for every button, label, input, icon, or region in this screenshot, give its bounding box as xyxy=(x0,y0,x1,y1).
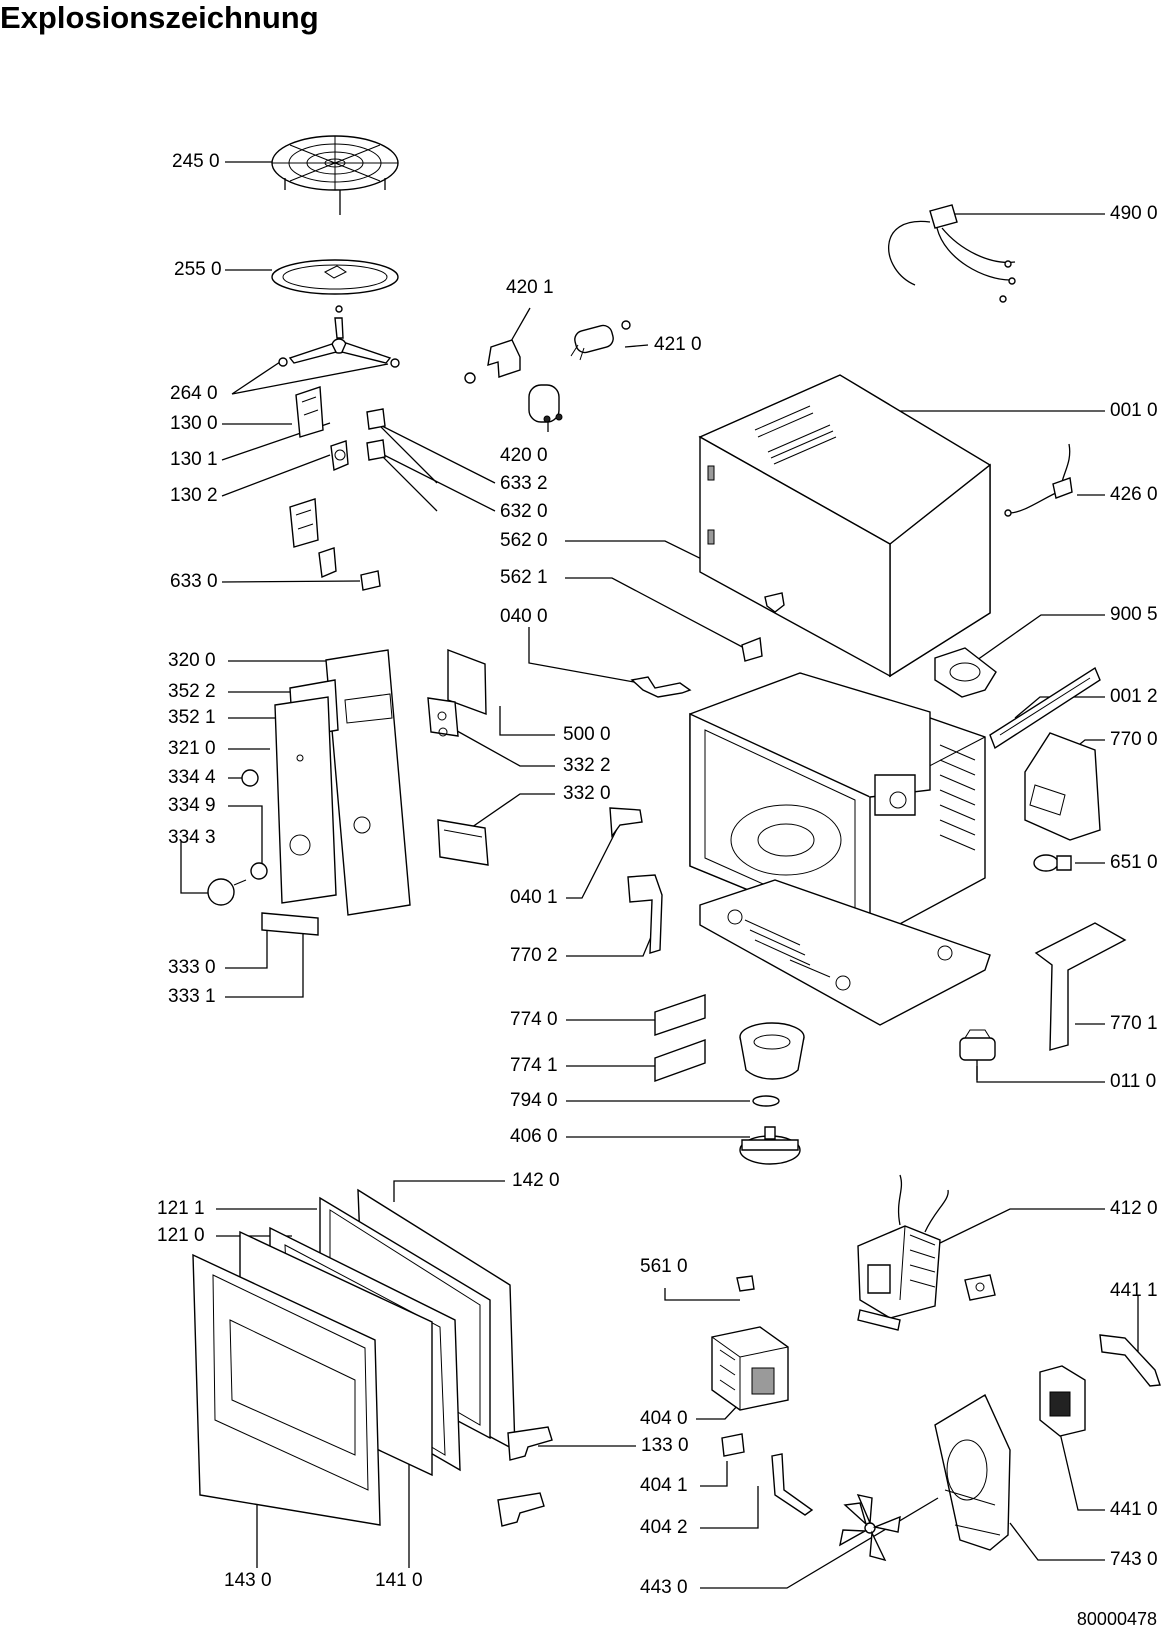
bracket-040 xyxy=(632,677,690,697)
callout-label: 770 0 xyxy=(1110,729,1158,750)
callout-label: 490 0 xyxy=(1110,203,1158,224)
callout-label: 562 0 xyxy=(500,530,548,551)
page-title: Explosionszeichnung xyxy=(0,0,319,35)
base-plate xyxy=(700,880,990,1025)
callout-label: 404 1 xyxy=(640,1475,688,1496)
callout-label: 321 0 xyxy=(168,738,216,759)
callout-label: 420 1 xyxy=(506,277,554,298)
glass-tray-255 xyxy=(272,260,398,294)
fuse-holder-441 xyxy=(1040,1366,1085,1436)
bracket-7701 xyxy=(1036,923,1125,1050)
rail-0012 xyxy=(990,668,1100,748)
fan-motor-011 xyxy=(960,1030,995,1080)
callout-label: 264 0 xyxy=(170,383,218,404)
callout-label: 143 0 xyxy=(224,1570,272,1591)
callout-label: 420 0 xyxy=(500,445,548,466)
callout-label: 332 2 xyxy=(563,755,611,776)
control-knobs-334 xyxy=(208,770,267,905)
callout-label: 633 0 xyxy=(170,571,218,592)
callout-label: 500 0 xyxy=(563,724,611,745)
callout-label: 632 0 xyxy=(500,501,548,522)
callout-label: 332 0 xyxy=(563,783,611,804)
callout-label: 001 0 xyxy=(1110,400,1158,421)
mica-covers-774 xyxy=(655,995,705,1081)
callout-label: 001 2 xyxy=(1110,686,1158,707)
callout-label: 245 0 xyxy=(172,151,220,172)
turntable-coupler-and-motor xyxy=(740,1023,804,1164)
bracket-0401 xyxy=(610,808,642,836)
capacitor-bracket-420 xyxy=(465,340,562,422)
callout-label: 333 0 xyxy=(168,957,216,978)
callout-label: 130 1 xyxy=(170,449,218,470)
bracket-4411 xyxy=(1100,1335,1160,1386)
callout-label: 352 2 xyxy=(168,681,216,702)
bracket-7702 xyxy=(628,875,662,953)
callout-label: 255 0 xyxy=(174,259,222,280)
callout-label: 561 0 xyxy=(640,1256,688,1277)
bracket-4042 xyxy=(772,1454,812,1515)
callout-label: 651 0 xyxy=(1110,852,1158,873)
fan-blade-443 xyxy=(840,1495,900,1560)
door-front-panel-320 xyxy=(275,650,410,915)
callout-label: 320 0 xyxy=(168,650,216,671)
callout-label: 770 1 xyxy=(1110,1013,1158,1034)
callout-label: 121 1 xyxy=(157,1198,205,1219)
callout-label: 334 3 xyxy=(168,827,216,848)
oven-lamp-651 xyxy=(1034,855,1071,871)
callout-label: 352 1 xyxy=(168,707,216,728)
callout-label: 406 0 xyxy=(510,1126,558,1147)
mounting-parts-562 xyxy=(742,593,784,661)
cavity-oven-frame xyxy=(690,673,985,940)
interlock-assembly-500 xyxy=(428,650,486,736)
power-cord-490 xyxy=(889,205,1015,302)
callout-label: 421 0 xyxy=(654,334,702,355)
callout-label: 404 0 xyxy=(640,1408,688,1429)
door-latch-hooks-133 xyxy=(498,1427,552,1526)
callout-label: 404 2 xyxy=(640,1517,688,1538)
callout-label: 121 0 xyxy=(157,1225,205,1246)
callout-label: 441 0 xyxy=(1110,1499,1158,1520)
fan-shroud-7700 xyxy=(1025,733,1100,840)
door-assembly-121-143 xyxy=(193,1190,515,1525)
callout-label: 633 2 xyxy=(500,473,548,494)
high-voltage-diode-421 xyxy=(571,321,630,360)
callout-label: 334 9 xyxy=(168,795,216,816)
thermostat-426 xyxy=(1005,444,1072,516)
callout-label: 334 4 xyxy=(168,767,216,788)
transformer-412 xyxy=(858,1175,995,1330)
leader-lines xyxy=(181,162,1138,1588)
callout-label: 333 1 xyxy=(168,986,216,1007)
turntable-rack-245 xyxy=(272,136,398,215)
callout-label: 130 0 xyxy=(170,413,218,434)
callout-label: 133 0 xyxy=(641,1435,689,1456)
callout-label: 443 0 xyxy=(640,1577,688,1598)
roller-ring-264 xyxy=(279,306,399,367)
callout-label: 040 0 xyxy=(500,606,548,627)
callout-label: 794 0 xyxy=(510,1090,558,1111)
micro-switches-632-633 xyxy=(367,409,385,460)
outer-cover-001 xyxy=(700,375,990,676)
callout-label: 774 0 xyxy=(510,1009,558,1030)
callout-label: 770 2 xyxy=(510,945,558,966)
callout-label: 011 0 xyxy=(1110,1071,1157,1092)
door-switch-assembly-130 xyxy=(290,387,380,590)
push-buttons-333 xyxy=(262,913,318,935)
callout-label: 130 2 xyxy=(170,485,218,506)
callout-label: 040 1 xyxy=(510,887,558,908)
lamp-bracket-9005 xyxy=(935,648,996,697)
magnetron-404 xyxy=(712,1276,788,1456)
callout-label: 774 1 xyxy=(510,1055,558,1076)
callout-label: 141 0 xyxy=(375,1570,423,1591)
callout-label: 426 0 xyxy=(1110,484,1158,505)
callout-label: 900 5 xyxy=(1110,604,1158,625)
bracket-332 xyxy=(438,820,488,865)
callout-label: 412 0 xyxy=(1110,1198,1158,1219)
air-duct-743 xyxy=(935,1395,1010,1550)
callout-label: 743 0 xyxy=(1110,1549,1158,1570)
callout-label: 441 1 xyxy=(1110,1280,1158,1301)
document-number: 80000478 xyxy=(1076,1609,1157,1629)
callout-label: 562 1 xyxy=(500,567,548,588)
callout-label: 142 0 xyxy=(512,1170,560,1191)
